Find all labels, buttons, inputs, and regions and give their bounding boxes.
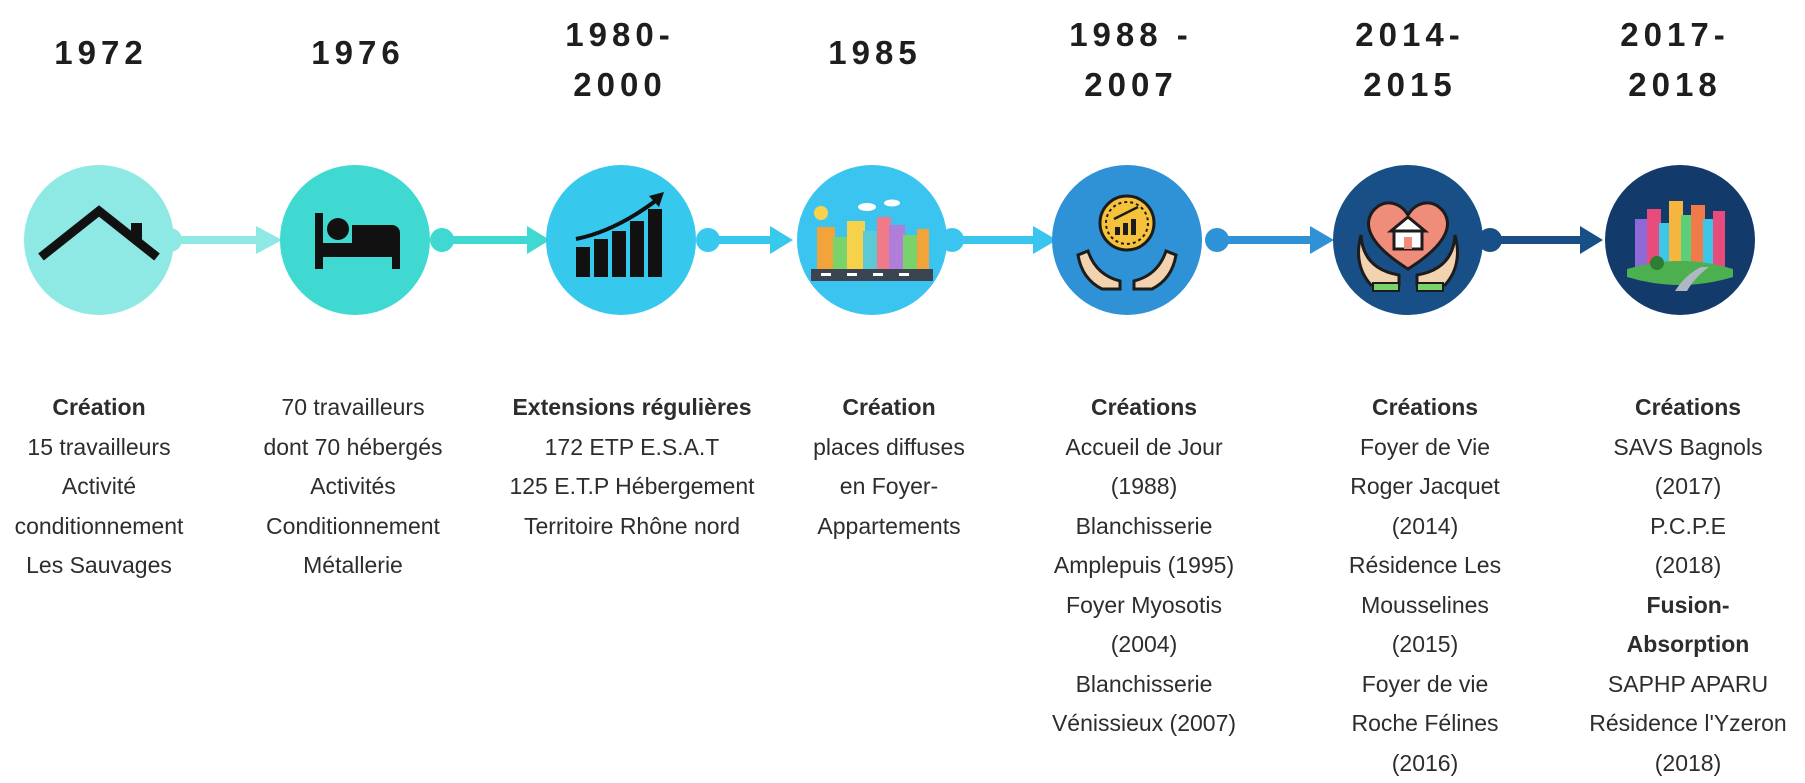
colorful-city-icon <box>1605 165 1755 315</box>
description-line: dont 70 hébergés <box>213 428 493 468</box>
city-icon <box>797 165 947 315</box>
description-line: Résidence l'Yzeron <box>1548 704 1805 744</box>
description-line: Blanchisserie <box>1004 665 1284 705</box>
description-line: Les Sauvages <box>0 546 239 586</box>
description-line: Amplepuis (1995) <box>1004 546 1284 586</box>
description-line: Blanchisserie <box>1004 507 1284 547</box>
year-1980-2000: 1980- 2000 <box>535 10 705 110</box>
connector-5 <box>1202 225 1337 255</box>
description-line: Métallerie <box>213 546 493 586</box>
description-line: 125 E.T.P Hébergement <box>492 467 772 507</box>
description-heading: Créations <box>1548 388 1805 428</box>
description-heading: Créations <box>1004 388 1284 428</box>
house-icon <box>24 165 174 315</box>
connector-4 <box>935 225 1060 255</box>
connector-3 <box>692 225 797 255</box>
description-line: (2015) <box>1285 625 1565 665</box>
description-heading: Créations <box>1285 388 1565 428</box>
description-line: Roche Félines <box>1285 704 1565 744</box>
investment-hands-icon <box>1052 165 1202 315</box>
milestone-1988-2007-circle <box>1052 165 1202 315</box>
description-line: (1988) <box>1004 467 1284 507</box>
connector-6 <box>1472 225 1607 255</box>
description-line: 15 travailleurs <box>0 428 239 468</box>
description-line: Résidence Les <box>1285 546 1565 586</box>
description-line: Foyer Myosotis <box>1004 586 1284 626</box>
description-line: (2004) <box>1004 625 1284 665</box>
description-line: 172 ETP E.S.A.T <box>492 428 772 468</box>
description-line: Accueil de Jour <box>1004 428 1284 468</box>
year-2014-2015: 2014- 2015 <box>1325 10 1495 110</box>
milestone-1976-circle <box>280 165 430 315</box>
description-line: SAPHP APARU <box>1548 665 1805 705</box>
description-line: 70 travailleurs <box>213 388 493 428</box>
home-care-hands-icon <box>1333 165 1483 315</box>
description-heading: Création <box>749 388 1029 428</box>
description-line: (2016) <box>1285 744 1565 783</box>
description-heading: Extensions régulières <box>492 388 772 428</box>
milestone-2017-2018-circle <box>1605 165 1755 315</box>
description-line: en Foyer- <box>749 467 1029 507</box>
description-heading: Fusion- <box>1548 586 1805 626</box>
description-line: Appartements <box>749 507 1029 547</box>
milestone-1972-circle <box>24 165 174 315</box>
year-1985: 1985 <box>790 28 960 78</box>
description-heading: Création <box>0 388 239 428</box>
description-line: Conditionnement <box>213 507 493 547</box>
description-line: Foyer de vie <box>1285 665 1565 705</box>
description-line: Foyer de Vie <box>1285 428 1565 468</box>
description-line: Roger Jacquet <box>1285 467 1565 507</box>
description-line: (2018) <box>1548 744 1805 783</box>
description-line: Activités <box>213 467 493 507</box>
description-line: Vénissieux (2007) <box>1004 704 1284 744</box>
description-line: (2018) <box>1548 546 1805 586</box>
description-line: (2017) <box>1548 467 1805 507</box>
year-1988-2007: 1988 - 2007 <box>1046 10 1216 110</box>
description-line: conditionnement <box>0 507 239 547</box>
description-line: (2014) <box>1285 507 1565 547</box>
milestone-2014-2015-circle <box>1333 165 1483 315</box>
milestone-1985-circle <box>797 165 947 315</box>
description-line: P.C.P.E <box>1548 507 1805 547</box>
growth-chart-icon <box>546 165 696 315</box>
milestone-1980-2000-circle <box>546 165 696 315</box>
description-line: Mousselines <box>1285 586 1565 626</box>
description-line: places diffuses <box>749 428 1029 468</box>
connector-2 <box>415 225 550 255</box>
bed-icon <box>280 165 430 315</box>
description-line: SAVS Bagnols <box>1548 428 1805 468</box>
year-2017-2018: 2017- 2018 <box>1590 10 1760 110</box>
description-line: Activité <box>0 467 239 507</box>
description-heading: Absorption <box>1548 625 1805 665</box>
year-1972: 1972 <box>16 28 186 78</box>
description-line: Territoire Rhône nord <box>492 507 772 547</box>
year-1976: 1976 <box>273 28 443 78</box>
